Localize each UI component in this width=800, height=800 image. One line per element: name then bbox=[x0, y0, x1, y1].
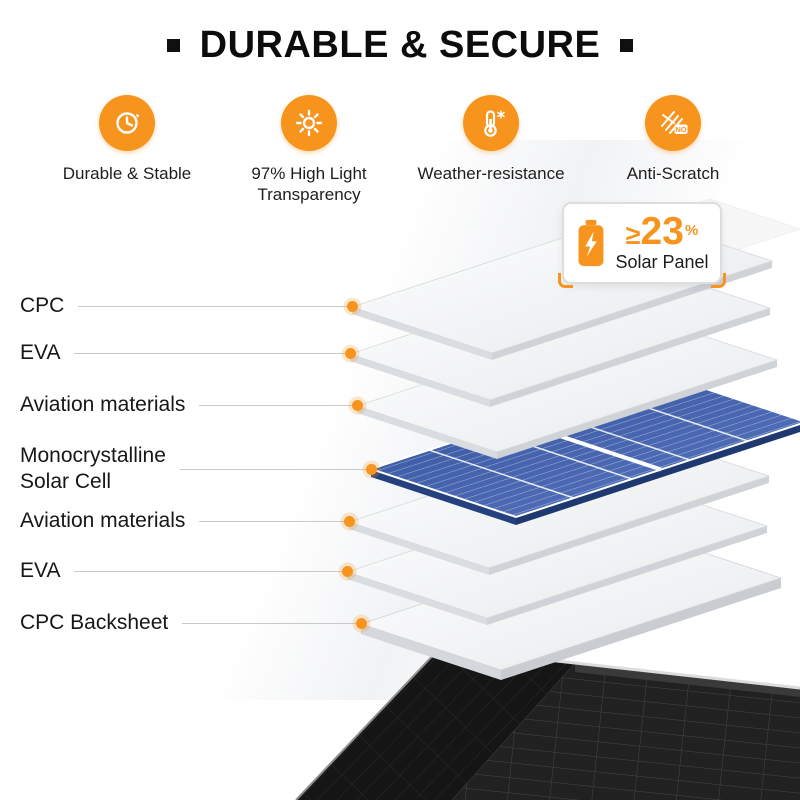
leader-line bbox=[74, 352, 345, 354]
badge-percent: % bbox=[684, 222, 699, 239]
layer-label-cpc-backsheet: CPC Backsheet bbox=[20, 611, 367, 635]
layer-label-line1: Monocrystalline bbox=[20, 444, 166, 468]
leader-line bbox=[182, 622, 356, 624]
layer-dot bbox=[345, 347, 356, 359]
badge-label: Solar Panel bbox=[615, 252, 709, 272]
layer-label-text: EVA bbox=[20, 559, 61, 582]
no-tag: NO bbox=[675, 125, 686, 134]
page-title: DURABLE & SECURE bbox=[199, 24, 601, 66]
feature-durable: Durable & Stable bbox=[41, 95, 213, 206]
leader-line bbox=[199, 404, 352, 406]
badge-number: ≥ 23 % bbox=[625, 210, 699, 253]
layer-dot bbox=[344, 515, 355, 527]
battery-charge-icon bbox=[579, 219, 604, 267]
layer-cpc-backsheet-sheet bbox=[359, 531, 783, 680]
feature-antiscratch: NO Anti-Scratch bbox=[587, 95, 759, 206]
layer-label-eva-bottom: EVA bbox=[20, 559, 353, 583]
features-row: Durable & Stable 97% High Light Transpar… bbox=[0, 95, 800, 206]
feature-weather: Weather-resistance bbox=[405, 95, 577, 206]
layer-label-solar-cell: Monocrystalline Solar Cell bbox=[20, 443, 377, 495]
clock-durable-icon bbox=[99, 95, 155, 151]
folded-panel-image bbox=[295, 646, 800, 800]
badge-value: 23 bbox=[640, 210, 684, 253]
badge-corner-right bbox=[711, 273, 726, 288]
layer-label-line2: Solar Cell bbox=[20, 470, 112, 493]
layer-label-text: EVA bbox=[20, 341, 61, 364]
layer-label-cpc: CPC bbox=[20, 294, 358, 318]
layer-label-eva-top: EVA bbox=[20, 341, 356, 365]
ge-symbol: ≥ bbox=[625, 220, 641, 250]
thermometer-weather-icon bbox=[463, 95, 519, 151]
badge-corner-left bbox=[558, 273, 573, 288]
layer-label-text: Monocrystalline Solar Cell bbox=[20, 443, 166, 494]
layer-aviation-top-sheet bbox=[355, 313, 779, 459]
feature-label: 97% High Light Transparency bbox=[251, 164, 367, 205]
badge-text: ≥ 23 % Solar Panel bbox=[615, 210, 709, 273]
leader-line bbox=[74, 570, 342, 572]
layer-dot bbox=[352, 399, 363, 411]
layer-label-text: CPC Backsheet bbox=[20, 611, 169, 634]
feature-label: Weather-resistance bbox=[417, 164, 565, 183]
layer-dot bbox=[356, 617, 367, 629]
solar-cell-layer bbox=[367, 372, 800, 525]
feature-label: Anti-Scratch bbox=[626, 164, 720, 183]
layer-dot bbox=[342, 565, 353, 577]
layer-label-text: Aviation materials bbox=[20, 509, 186, 532]
title-decor-square-right bbox=[620, 39, 634, 52]
anti-scratch-icon: NO bbox=[645, 95, 701, 151]
layer-label-aviation-top: Aviation materials bbox=[20, 393, 363, 417]
leader-line bbox=[199, 520, 344, 522]
layer-label-text: CPC bbox=[20, 294, 65, 317]
leader-line bbox=[179, 468, 366, 470]
efficiency-badge: ≥ 23 % Solar Panel bbox=[558, 202, 726, 288]
header: DURABLE & SECURE bbox=[0, 0, 800, 67]
sun-transparency-icon bbox=[281, 95, 337, 151]
feature-transparency: 97% High Light Transparency bbox=[223, 95, 395, 206]
feature-label: Durable & Stable bbox=[62, 164, 192, 183]
leader-line bbox=[78, 305, 347, 307]
layer-label-text: Aviation materials bbox=[20, 393, 186, 416]
layer-label-aviation-bottom: Aviation materials bbox=[20, 509, 355, 533]
title-decor-square-left bbox=[166, 39, 180, 52]
layer-dot bbox=[347, 300, 358, 312]
layer-dot bbox=[366, 463, 377, 475]
